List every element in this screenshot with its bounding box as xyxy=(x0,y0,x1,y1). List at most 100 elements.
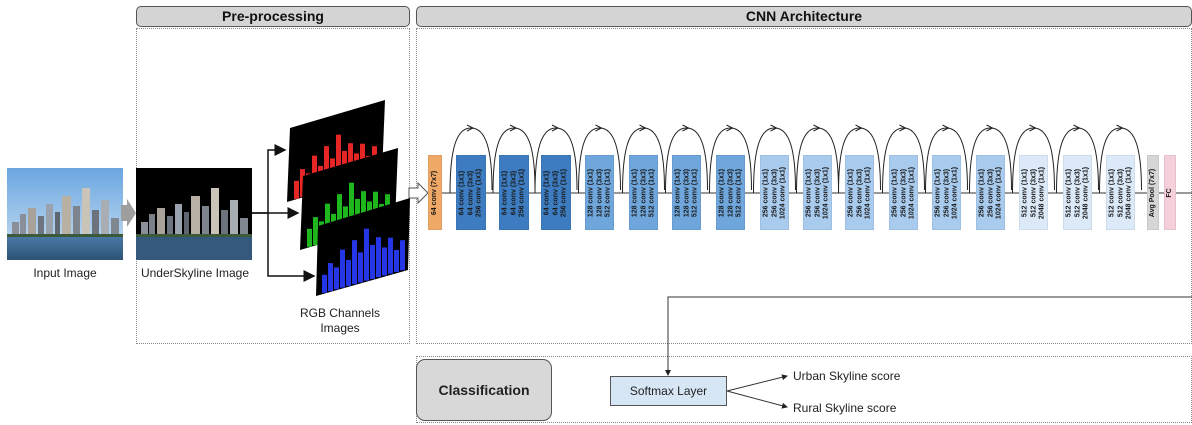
skip-connection-arc xyxy=(578,127,621,194)
channel-building-shape xyxy=(294,180,299,199)
cnn-layer-label-line: 256 conv (1x1) xyxy=(804,168,812,217)
skip-connection-arc xyxy=(449,127,493,194)
skip-connection-arrowhead xyxy=(899,124,907,132)
rural-score-label: Rural Skyline score xyxy=(793,401,897,415)
skip-connection-arrowhead xyxy=(639,124,647,132)
cnn-layer-label-line: 128 conv (1x1) xyxy=(673,168,681,217)
cnn-layer-label-line: 1024 conv (1x1) xyxy=(778,166,786,219)
skip-connection-arrowhead xyxy=(942,124,950,132)
channel-building-shape xyxy=(370,244,375,279)
skip-connection-arc xyxy=(882,127,925,194)
cnn-layer-label-line: 2048 conv (1x1) xyxy=(1037,166,1045,219)
cnn-layer-label-line: 64 conv (7x7) xyxy=(430,170,438,215)
channel-building-shape xyxy=(307,228,312,247)
rgb-channels-caption: RGB Channels Images xyxy=(280,306,400,336)
cnn-layer-label-line: 512 conv (1x1) xyxy=(690,168,698,217)
cnn-layer-block: 256 conv (1x1)256 conv (3x3)1024 conv (1… xyxy=(932,155,961,230)
process-arrow xyxy=(121,199,136,227)
channel-building-shape xyxy=(334,267,339,290)
cnn-layer-label-line: FC xyxy=(1165,187,1173,198)
cnn-layer-label-line: 512 conv (1x1) xyxy=(1107,168,1115,217)
fc-to-softmax-line xyxy=(665,296,1192,376)
cnn-layer-label-line: 512 conv (1x1) xyxy=(1020,168,1028,217)
cnn-layer-block: 256 conv (1x1)256 conv (3x3)1024 conv (1… xyxy=(760,155,789,230)
skip-connection-arrowhead xyxy=(726,124,734,132)
softmax-layer-box: Softmax Layer xyxy=(610,376,727,406)
cnn-layer-block: 256 conv (1x1)256 conv (3x3)1024 conv (1… xyxy=(976,155,1005,230)
channel-building-shape xyxy=(328,263,333,292)
cnn-layer-block: 256 conv (1x1)256 conv (3x3)1024 conv (1… xyxy=(803,155,832,230)
channel-building-shape xyxy=(322,274,327,293)
cnn-layer-label: 64 conv (7x7) xyxy=(431,170,440,214)
cnn-layer-label: 256 conv (1x1)256 conv (3x3)1024 conv (1… xyxy=(805,166,831,218)
cnn-layer-block: 64 conv (1x1)64 conv (3x3)256 conv (1x1) xyxy=(541,155,571,230)
cnn-layer-label: 128 conv (1x1)128 conv (3x3)512 conv (1x… xyxy=(674,168,700,216)
cnn-layer-block: FC xyxy=(1164,155,1176,230)
cnn-layer-label-line: 128 conv (1x1) xyxy=(586,168,594,217)
cnn-layer-label-line: 256 conv (1x1) xyxy=(890,168,898,217)
skip-connection-arc xyxy=(534,127,578,194)
cnn-layer-block: 256 conv (1x1)256 conv (3x3)1024 conv (1… xyxy=(889,155,918,230)
cnn-layer-label-line: 64 conv (3x3) xyxy=(551,170,559,215)
channel-building-shape xyxy=(346,259,351,286)
channel-building-shape xyxy=(364,228,369,281)
underskyline-caption: UnderSkyline Image xyxy=(140,266,250,280)
channel-building-shape xyxy=(361,191,366,232)
cnn-input-arrow xyxy=(408,181,429,205)
input-image xyxy=(7,168,123,260)
cnn-layer-block: Avg Pool (7x7) xyxy=(1147,155,1159,230)
cnn-layer-label: 128 conv (1x1)128 conv (3x3)512 conv (1x… xyxy=(587,168,613,216)
cnn-layer-label: 512 conv (1x1)512 conv (3x3)2048 conv (1… xyxy=(1065,166,1091,218)
channel-building-shape xyxy=(352,240,357,285)
cnn-layer-label-line: 1024 conv (1x1) xyxy=(994,166,1002,219)
cnn-layer-block: 128 conv (1x1)128 conv (3x3)512 conv (1x… xyxy=(585,155,614,230)
channel-building-shape xyxy=(325,203,330,242)
cnn-layer-label: 512 conv (1x1)512 conv (3x3)2048 conv (1… xyxy=(1108,166,1134,218)
cnn-layer-block: 64 conv (1x1)64 conv (3x3)256 conv (1x1) xyxy=(499,155,529,230)
cnn-layer-label: 128 conv (1x1)128 conv (3x3)512 conv (1x… xyxy=(718,168,744,216)
skip-connection-arc xyxy=(1056,127,1099,194)
cnn-layer-label-line: 64 conv (3x3) xyxy=(466,170,474,215)
cnn-layer-label: 256 conv (1x1)256 conv (3x3)1024 conv (1… xyxy=(934,166,960,218)
cnn-layer-block: 64 conv (7x7) xyxy=(428,155,442,230)
channel-building-shape xyxy=(376,237,381,278)
cnn-layer-label-line: 256 conv (1x1) xyxy=(560,168,568,217)
rgb-caption-line2: Images xyxy=(320,321,360,335)
cnn-layer-label-line: 256 conv (1x1) xyxy=(761,168,769,217)
channel-building-shape xyxy=(337,194,342,239)
cnn-layer-label-line: 1024 conv (1x1) xyxy=(863,166,871,219)
cnn-layer-label-line: 512 conv (3x3) xyxy=(1029,168,1037,217)
channel-building-shape xyxy=(313,217,318,246)
cnn-layer-label-line: 512 conv (1x1) xyxy=(647,168,655,217)
classification-box: Classification xyxy=(416,359,552,421)
cnn-layer-block: 128 conv (1x1)128 conv (3x3)512 conv (1x… xyxy=(672,155,701,230)
cnn-architecture-header: CNN Architecture xyxy=(416,6,1192,27)
skip-connection-arrowhead xyxy=(770,124,778,132)
cnn-layer-label: 64 conv (1x1)64 conv (3x3)256 conv (1x1) xyxy=(458,168,484,216)
cnn-layer-label-line: 512 conv (1x1) xyxy=(603,168,611,217)
cnn-layer-label: FC xyxy=(1166,188,1175,197)
skip-connection-arrowhead xyxy=(466,124,475,132)
channel-building-shape xyxy=(336,134,341,187)
cnn-layer-label: 256 conv (1x1)256 conv (3x3)1024 conv (1… xyxy=(978,166,1004,218)
cnn-layer-label-line: 512 conv (1x1) xyxy=(1064,168,1072,217)
cnn-layer-label: 64 conv (1x1)64 conv (3x3)256 conv (1x1) xyxy=(543,168,569,216)
cnn-layer-label: 64 conv (1x1)64 conv (3x3)256 conv (1x1) xyxy=(501,168,527,216)
skip-connection-arc xyxy=(665,127,708,194)
cnn-layer-label-line: 128 conv (3x3) xyxy=(682,168,690,217)
skip-connection-arrowhead xyxy=(509,124,518,132)
cnn-layer-label: Avg Pool (7x7) xyxy=(1149,168,1158,216)
cnn-layer-label-line: 2048 conv (1x1) xyxy=(1081,166,1089,219)
channel-building-shape xyxy=(394,249,399,272)
cnn-layer-label-line: 128 conv (1x1) xyxy=(717,168,725,217)
cnn-layer-label-line: 512 conv (1x1) xyxy=(734,168,742,217)
skip-connection-arrowhead xyxy=(682,124,690,132)
cnn-layer-label: 256 conv (1x1)256 conv (3x3)1024 conv (1… xyxy=(847,166,873,218)
cnn-layer-label-line: 128 conv (1x1) xyxy=(630,168,638,217)
skip-connection-arc xyxy=(1099,127,1142,194)
cnn-layer-label-line: 64 conv (3x3) xyxy=(509,170,517,215)
cnn-layer-block: 128 conv (1x1)128 conv (3x3)512 conv (1x… xyxy=(629,155,658,230)
channel-building-shape xyxy=(300,169,305,198)
cnn-layer-block: 256 conv (1x1)256 conv (3x3)1024 conv (1… xyxy=(845,155,874,230)
cnn-layer-label-line: 256 conv (3x3) xyxy=(899,168,907,217)
